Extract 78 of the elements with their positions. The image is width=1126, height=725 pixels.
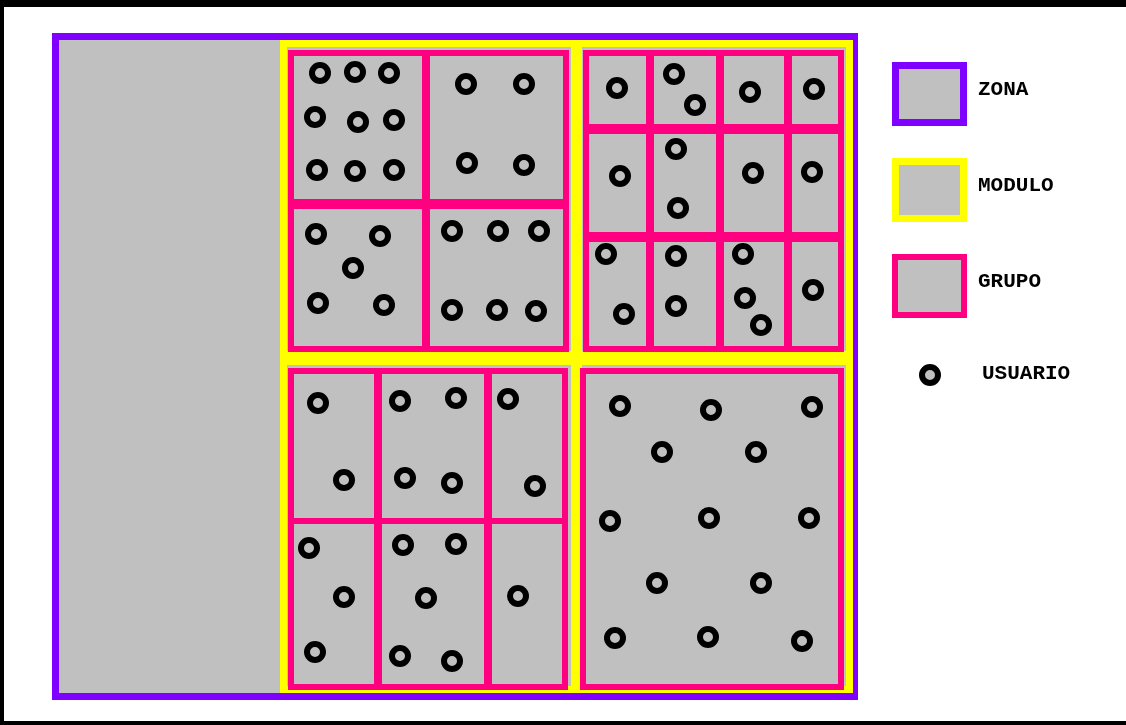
user-circle bbox=[750, 572, 772, 594]
user-circle bbox=[455, 73, 477, 95]
user-circle bbox=[595, 243, 617, 265]
user-circle bbox=[369, 225, 391, 247]
user-circle bbox=[347, 111, 369, 133]
user-circle bbox=[305, 223, 327, 245]
user-circle bbox=[798, 507, 820, 529]
user-circle bbox=[344, 61, 366, 83]
module-box bbox=[280, 358, 578, 693]
user-circle bbox=[700, 399, 722, 421]
user-circle bbox=[389, 390, 411, 412]
user-circle bbox=[791, 630, 813, 652]
user-circle bbox=[665, 138, 687, 160]
user-circle bbox=[599, 510, 621, 532]
user-circle bbox=[298, 537, 320, 559]
user-circle bbox=[445, 387, 467, 409]
user-circle bbox=[507, 585, 529, 607]
user-circle bbox=[609, 395, 631, 417]
user-circle bbox=[801, 396, 823, 418]
user-circle bbox=[665, 245, 687, 267]
legend-label: USUARIO bbox=[982, 362, 1071, 385]
user-circle bbox=[528, 220, 550, 242]
user-circle bbox=[383, 159, 405, 181]
user-circle bbox=[389, 645, 411, 667]
user-circle bbox=[802, 279, 824, 301]
user-circle bbox=[803, 78, 825, 100]
user-circle bbox=[307, 292, 329, 314]
user-circle bbox=[663, 63, 685, 85]
user-circle bbox=[378, 62, 400, 84]
user-circle bbox=[750, 314, 772, 336]
user-circle bbox=[613, 303, 635, 325]
user-circle bbox=[487, 220, 509, 242]
user-circle bbox=[651, 441, 673, 463]
user-circle bbox=[801, 161, 823, 183]
user-circle bbox=[684, 94, 706, 116]
user-circle bbox=[734, 287, 756, 309]
user-circle bbox=[698, 507, 720, 529]
user-circle bbox=[306, 159, 328, 181]
user-circle bbox=[333, 469, 355, 491]
user-circle bbox=[392, 534, 414, 556]
user-circle bbox=[441, 650, 463, 672]
user-circle bbox=[333, 586, 355, 608]
legend-label: GRUPO bbox=[978, 270, 1041, 293]
user-circle bbox=[441, 220, 463, 242]
user-circle bbox=[456, 152, 478, 174]
user-circle bbox=[609, 165, 631, 187]
user-circle bbox=[732, 243, 754, 265]
legend-label: ZONA bbox=[978, 78, 1029, 101]
user-circle bbox=[513, 73, 535, 95]
user-circle bbox=[739, 81, 761, 103]
user-circle bbox=[742, 162, 764, 184]
user-circle bbox=[373, 294, 395, 316]
user-circle bbox=[309, 62, 331, 84]
user-circle bbox=[665, 295, 687, 317]
user-circle bbox=[646, 572, 668, 594]
user-circle bbox=[606, 77, 628, 99]
legend-label: MODULO bbox=[978, 174, 1054, 197]
user-circle bbox=[342, 257, 364, 279]
user-circle bbox=[304, 641, 326, 663]
user-circle bbox=[441, 299, 463, 321]
user-circle bbox=[745, 441, 767, 463]
user-circle bbox=[524, 475, 546, 497]
user-circle bbox=[445, 533, 467, 555]
user-circle bbox=[486, 299, 508, 321]
user-circle bbox=[697, 626, 719, 648]
user-circle bbox=[497, 388, 519, 410]
user-circle bbox=[344, 160, 366, 182]
user-circle bbox=[394, 467, 416, 489]
user-circle bbox=[441, 472, 463, 494]
user-circle bbox=[307, 392, 329, 414]
user-circle bbox=[525, 300, 547, 322]
user-circle bbox=[415, 587, 437, 609]
user-circle bbox=[667, 197, 689, 219]
user-circle bbox=[383, 109, 405, 131]
user-circle bbox=[604, 627, 626, 649]
user-circle bbox=[304, 106, 326, 128]
user-circle bbox=[513, 154, 535, 176]
zone-box bbox=[52, 33, 858, 700]
